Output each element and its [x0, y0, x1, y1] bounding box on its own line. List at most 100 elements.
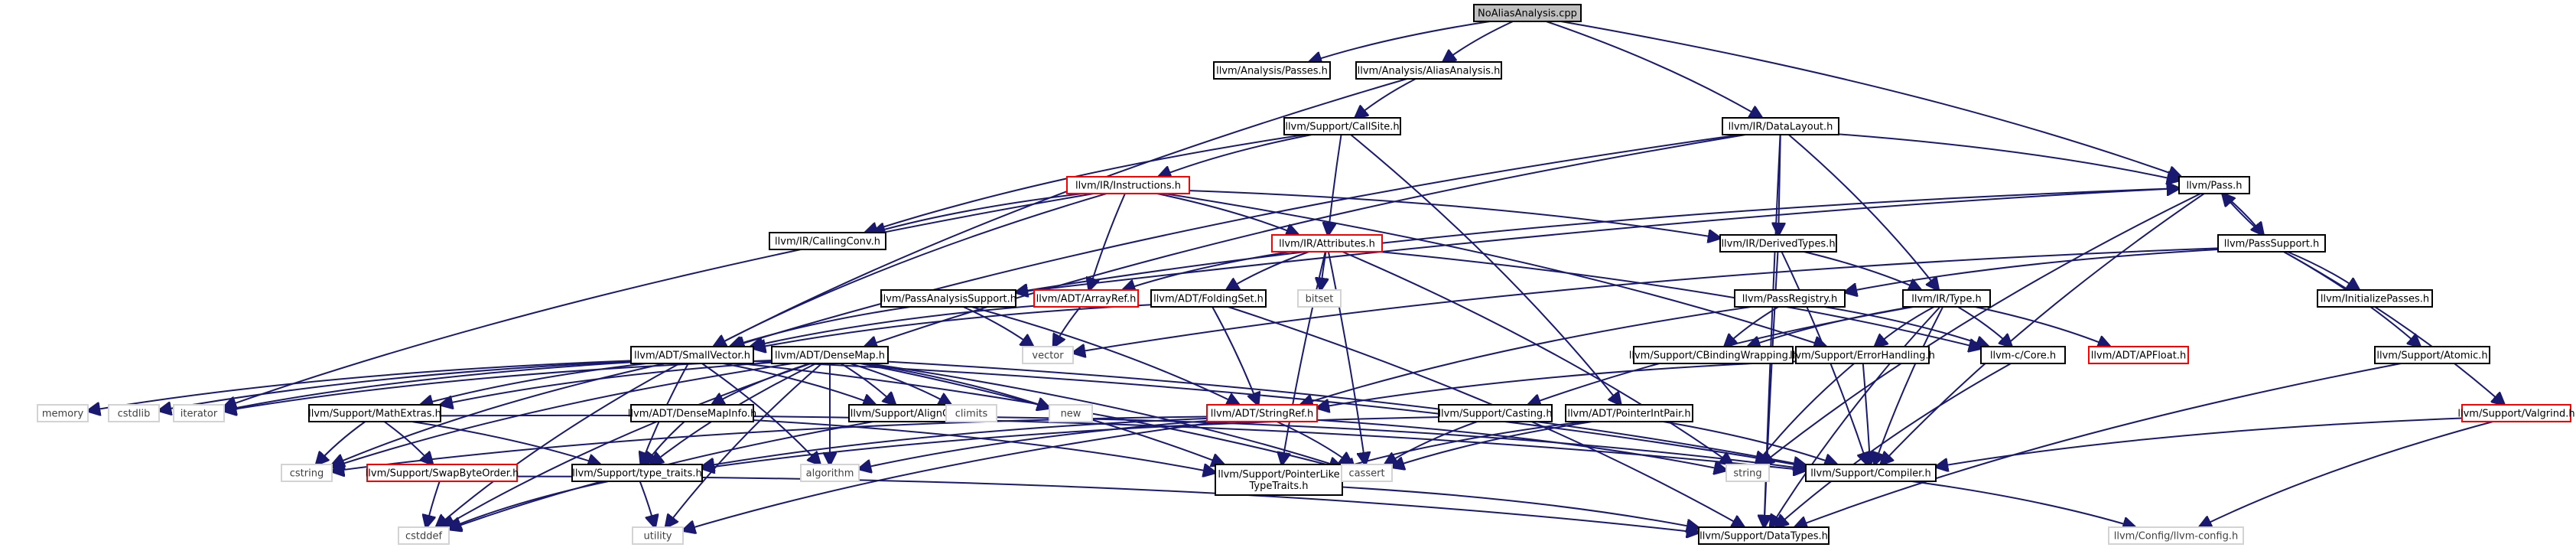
node-derivedtypes[interactable]: llvm/IR/DerivedTypes.h	[1719, 234, 1837, 253]
node-box	[1066, 176, 1190, 194]
node-passregistry[interactable]: llvm/PassRegistry.h	[1734, 289, 1846, 308]
node-label: llvm/Support/CBindingWrapping.h	[1629, 350, 1798, 362]
node-box	[945, 404, 997, 422]
node-vector: vector	[1022, 346, 1074, 364]
node-box	[2108, 526, 2244, 545]
node-passsupport[interactable]: llvm/PassSupport.h	[2217, 234, 2326, 253]
node-callsite[interactable]: llvm/Support/CallSite.h	[1283, 117, 1401, 135]
node-label: llvm/ADT/SmallVector.h	[634, 350, 750, 362]
node-swapbyteorder[interactable]: llvm/Support/SwapByteOrder.h	[366, 464, 519, 482]
edge-callsite-to-attributes	[1328, 134, 1342, 235]
node-box	[2088, 346, 2189, 364]
node-casting[interactable]: llvm/Support/Casting.h	[1438, 404, 1553, 422]
node-llvmconfig: llvm/Config/llvm-config.h	[2108, 526, 2244, 545]
edge-instructions-to-derivedtypes	[1189, 190, 1720, 238]
node-label: iterator	[181, 409, 218, 420]
node-box	[1150, 289, 1267, 308]
node-box	[1722, 117, 1839, 135]
node-pass[interactable]: llvm/Pass.h	[2178, 176, 2250, 194]
node-attributes[interactable]: llvm/IR/Attributes.h	[1271, 234, 1383, 253]
edge-swapbyteorder-to-cstddef	[426, 481, 441, 527]
edge-callsite-to-instructions	[1159, 134, 1312, 177]
node-label: llvm/ADT/PointerIntPair.h	[1567, 409, 1690, 420]
edge-densemapinfo-to-pointerliketypetraits	[753, 419, 1215, 473]
node-callingconv[interactable]: llvm/IR/CallingConv.h	[769, 232, 886, 250]
node-label: cassert	[1348, 468, 1384, 480]
edge-type-to-errorhandling	[1875, 306, 1935, 347]
node-ccore[interactable]: llvm-c/Core.h	[1980, 346, 2066, 364]
edge-arrayref-to-vector	[1053, 306, 1081, 347]
node-box	[398, 526, 450, 545]
edge-attributes-to-foldingset	[1227, 251, 1309, 290]
edge-root-to-aliasanalysis	[1443, 21, 1514, 62]
node-datatypes[interactable]: llvm/Support/DataTypes.h	[1698, 526, 1830, 545]
node-apfloat[interactable]: llvm/ADT/APFloat.h	[2088, 346, 2189, 364]
node-passanalysissupport[interactable]: llvm/PassAnalysisSupport.h	[880, 289, 1016, 308]
edge-datalayout-to-pass	[1838, 133, 2179, 180]
node-compiler[interactable]: llvm/Support/Compiler.h	[1805, 464, 1937, 482]
node-smallvector[interactable]: llvm/ADT/SmallVector.h	[630, 346, 754, 364]
node-arrayref[interactable]: llvm/ADT/ArrayRef.h	[1033, 289, 1139, 308]
node-climits: climits	[945, 404, 997, 422]
edge-mathextras-to-cstring	[317, 421, 366, 464]
node-box	[1022, 346, 1074, 364]
node-foldingset[interactable]: llvm/ADT/FoldingSet.h	[1150, 289, 1267, 308]
node-valgrind[interactable]: llvm/Support/Valgrind.h	[2457, 404, 2575, 422]
node-mathextras[interactable]: llvm/Support/MathExtras.h	[308, 404, 441, 422]
node-type[interactable]: llvm/IR/Type.h	[1902, 289, 1991, 308]
node-label: llvm/InitializePasses.h	[2321, 294, 2429, 305]
node-label: llvm/Support/Valgrind.h	[2457, 409, 2574, 420]
edge-pass-to-string	[1761, 193, 2201, 464]
edge-swapbyteorder-to-datatypes	[516, 475, 1699, 533]
node-label: llvm/ADT/APFloat.h	[2091, 350, 2186, 362]
edge-ccore-to-datatypes	[1776, 363, 2012, 527]
node-box	[1033, 289, 1139, 308]
node-initializepasses[interactable]: llvm/InitializePasses.h	[2317, 289, 2433, 308]
node-box	[1341, 464, 1393, 482]
node-box	[1438, 404, 1553, 422]
node-box	[1902, 289, 1991, 308]
node-label: llvm/Support/AlignOf.h	[851, 409, 963, 420]
node-aliasanalysis[interactable]: llvm/Analysis/AliasAnalysis.h	[1355, 61, 1502, 80]
node-label: llvm/Pass.h	[2186, 181, 2242, 192]
node-label: llvm/Support/DataTypes.h	[1699, 531, 1828, 543]
node-label: bitset	[1306, 294, 1334, 305]
node-densemapinfo[interactable]: llvm/ADT/DenseMapInfo.h	[628, 404, 756, 422]
node-label: llvm/PassAnalysisSupport.h	[880, 294, 1016, 305]
node-label: llvm/Analysis/Passes.h	[1216, 66, 1328, 77]
edge-alignof-to-compiler	[963, 416, 1806, 469]
node-box	[1719, 234, 1837, 253]
node-datalayout[interactable]: llvm/IR/DataLayout.h	[1722, 117, 1839, 135]
node-box	[1805, 464, 1937, 482]
node-box	[1297, 289, 1342, 308]
node-atomic[interactable]: llvm/Support/Atomic.h	[2374, 346, 2490, 364]
edge-passsupport-to-initializepasses	[2287, 251, 2360, 290]
edge-densemap-to-compiler	[887, 360, 1806, 466]
edge-stringref-to-string	[1316, 419, 1726, 471]
node-instructions[interactable]: llvm/IR/Instructions.h	[1066, 176, 1190, 194]
edge-valgrind-to-compiler	[1936, 417, 2463, 468]
node-root[interactable]: NoAliasAnalysis.cpp	[1473, 4, 1582, 22]
node-box	[630, 346, 754, 364]
node-iterator: iterator	[173, 404, 225, 422]
node-passes[interactable]: llvm/Analysis/Passes.h	[1213, 61, 1331, 80]
node-densemap[interactable]: llvm/ADT/DenseMap.h	[771, 346, 889, 364]
node-cbindingwrapping[interactable]: llvm/Support/CBindingWrapping.h	[1629, 346, 1798, 364]
node-label: llvm/IR/Attributes.h	[1279, 239, 1375, 250]
node-pointerintpair[interactable]: llvm/ADT/PointerIntPair.h	[1565, 404, 1693, 422]
node-box	[1355, 61, 1502, 80]
node-label: llvm/ADT/ArrayRef.h	[1036, 294, 1137, 305]
node-typetraits[interactable]: llvm/Support/type_traits.h	[571, 464, 703, 482]
edge-stringref-to-utility	[683, 421, 1221, 530]
node-cstring: cstring	[281, 464, 333, 482]
node-label: llvm/IR/DerivedTypes.h	[1721, 239, 1835, 250]
edge-compiler-to-llvmconfig	[1911, 481, 2135, 527]
node-stringref[interactable]: llvm/ADT/StringRef.h	[1206, 404, 1318, 422]
node-box	[281, 464, 333, 482]
node-errorhandling[interactable]: llvm/Support/ErrorHandling.h	[1790, 346, 1935, 364]
node-box	[769, 232, 886, 250]
node-label: llvm/IR/Instructions.h	[1075, 181, 1181, 192]
node-label: llvm/Support/type_traits.h	[572, 468, 702, 480]
edge-instructions-to-iterator	[224, 193, 1094, 407]
